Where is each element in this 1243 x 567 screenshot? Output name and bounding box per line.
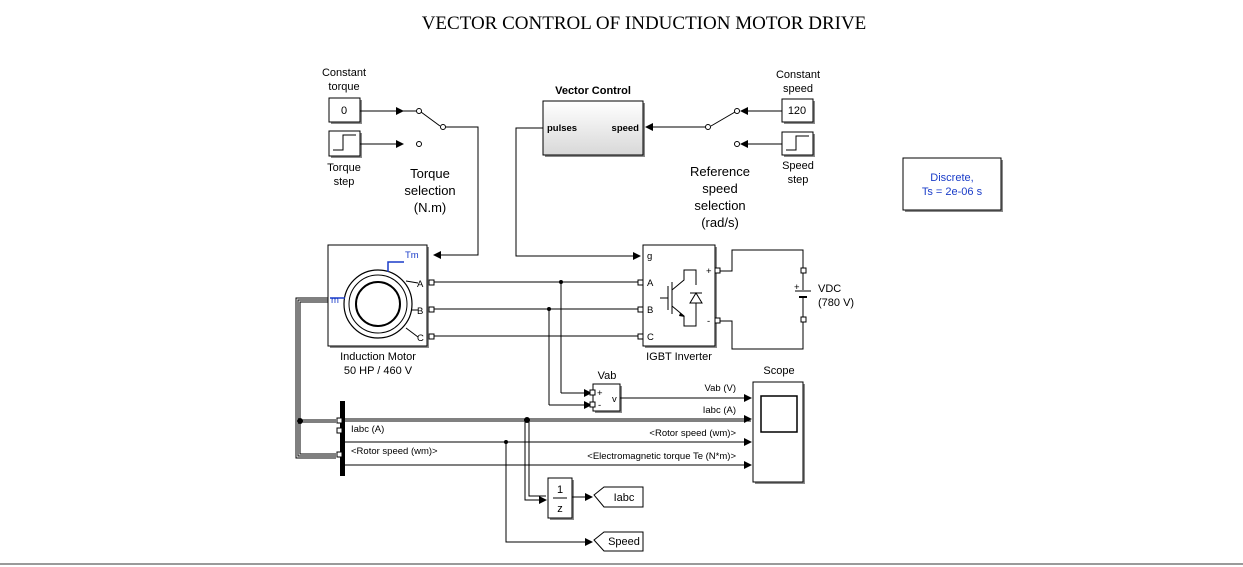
constant-speed-value: 120: [788, 105, 806, 117]
bus-out-iabc: Iabc (A): [351, 424, 384, 435]
dc-source-name: VDC: [818, 283, 841, 295]
constant-torque-label-1: Constant: [322, 67, 366, 79]
igbt-icon: [660, 269, 703, 327]
diagram-title: VECTOR CONTROL OF INDUCTION MOTOR DRIVE: [422, 13, 867, 34]
bus-selector-block[interactable]: [336, 401, 345, 476]
goto-iabc-label: Iabc: [614, 492, 635, 504]
goto-speed-label: Speed: [608, 536, 640, 548]
step-icon: [786, 135, 809, 151]
voltmeter-vab-block[interactable]: Vab + - v: [589, 370, 622, 413]
constant-speed-label-1: Constant: [776, 69, 820, 81]
speed-selection-label-3: selection: [694, 198, 745, 213]
motor-port-a: A: [417, 279, 424, 290]
torque-selection-switch[interactable]: [403, 108, 446, 147]
dc-plus-sign: +: [794, 282, 800, 293]
scope-block[interactable]: Scope: [752, 365, 805, 484]
scope-screen-icon: [760, 395, 798, 433]
motor-port-tm: Tm: [405, 250, 419, 261]
motor-port-c: C: [417, 333, 424, 344]
inverter-port-b: B: [647, 305, 653, 316]
torque-selection-label-3: (N.m): [414, 200, 447, 215]
inverter-port-minus: -: [707, 316, 710, 327]
motor-port-b: B: [417, 306, 423, 317]
scope-signal-torque: <Electromagnetic torque Te (N*m)>: [587, 451, 736, 462]
inverter-port-plus: +: [706, 266, 712, 277]
inverter-port-a: A: [647, 278, 654, 289]
igbt-inverter-block[interactable]: g A B C + - IGBT Inverter: [637, 244, 721, 363]
vector-control-name: Vector Control: [555, 85, 631, 97]
vector-control-pulses-port: pulses: [547, 123, 577, 134]
torque-selection-label-2: selection: [404, 183, 455, 198]
motor-name-2: 50 HP / 460 V: [344, 365, 413, 377]
motor-name-1: Induction Motor: [340, 351, 416, 363]
voltmeter-minus: -: [598, 400, 601, 411]
powergui-line-1: Discrete,: [930, 172, 973, 184]
induction-motor-block[interactable]: Tm m A B C Induction Motor 50 HP / 460 V: [327, 244, 435, 377]
torque-selection-label-1: Torque: [410, 166, 450, 181]
dc-voltage-source[interactable]: + VDC (780 V): [720, 249, 854, 350]
inverter-port-c: C: [647, 332, 654, 343]
vector-control-block[interactable]: Vector Control pulses speed: [542, 85, 645, 157]
scope-signal-iabc: Iabc (A): [703, 405, 736, 416]
speed-selection-label-1: Reference: [690, 164, 750, 179]
speed-step-label-1: Speed: [782, 160, 814, 172]
scope-signal-vab: Vab (V): [704, 383, 736, 394]
constant-speed-block[interactable]: Constant speed 120: [776, 69, 820, 124]
constant-speed-label-2: speed: [783, 83, 813, 95]
torque-step-label-2: step: [334, 176, 355, 188]
dc-source-value: (780 V): [818, 297, 854, 309]
goto-speed-tag[interactable]: Speed: [593, 531, 644, 552]
scope-name: Scope: [763, 365, 794, 377]
constant-torque-label-2: torque: [328, 81, 359, 93]
speed-selection-label-4: (rad/s): [701, 215, 739, 230]
torque-step-block[interactable]: Torque step: [327, 130, 362, 188]
powergui-block[interactable]: Discrete, Ts = 2e-06 s: [902, 157, 1003, 212]
step-icon: [333, 134, 356, 151]
delay-denominator: z: [557, 503, 563, 515]
powergui-line-2: Ts = 2e-06 s: [922, 186, 983, 198]
constant-torque-block[interactable]: Constant torque 0: [322, 67, 366, 124]
motor-port-m: m: [331, 295, 339, 306]
voltmeter-out: v: [612, 394, 617, 405]
vector-control-speed-port: speed: [612, 123, 640, 134]
inverter-port-g: g: [647, 251, 652, 262]
speed-selection-label-2: speed: [702, 181, 737, 196]
speed-step-block[interactable]: Speed step: [781, 131, 815, 186]
unit-delay-block[interactable]: 1 z: [547, 477, 574, 520]
delay-numerator: 1: [557, 484, 563, 496]
constant-torque-value: 0: [341, 105, 347, 117]
inverter-name: IGBT Inverter: [646, 351, 712, 363]
speed-selection-switch[interactable]: [705, 108, 740, 147]
goto-iabc-tag[interactable]: Iabc: [593, 486, 644, 508]
voltmeter-name: Vab: [598, 370, 617, 382]
torque-step-label-1: Torque: [327, 162, 361, 174]
bus-out-rotor-speed: <Rotor speed (wm)>: [351, 446, 438, 457]
speed-step-label-2: step: [788, 174, 809, 186]
voltmeter-plus: +: [597, 388, 603, 399]
scope-signal-rotor-speed: <Rotor speed (wm)>: [649, 428, 736, 439]
